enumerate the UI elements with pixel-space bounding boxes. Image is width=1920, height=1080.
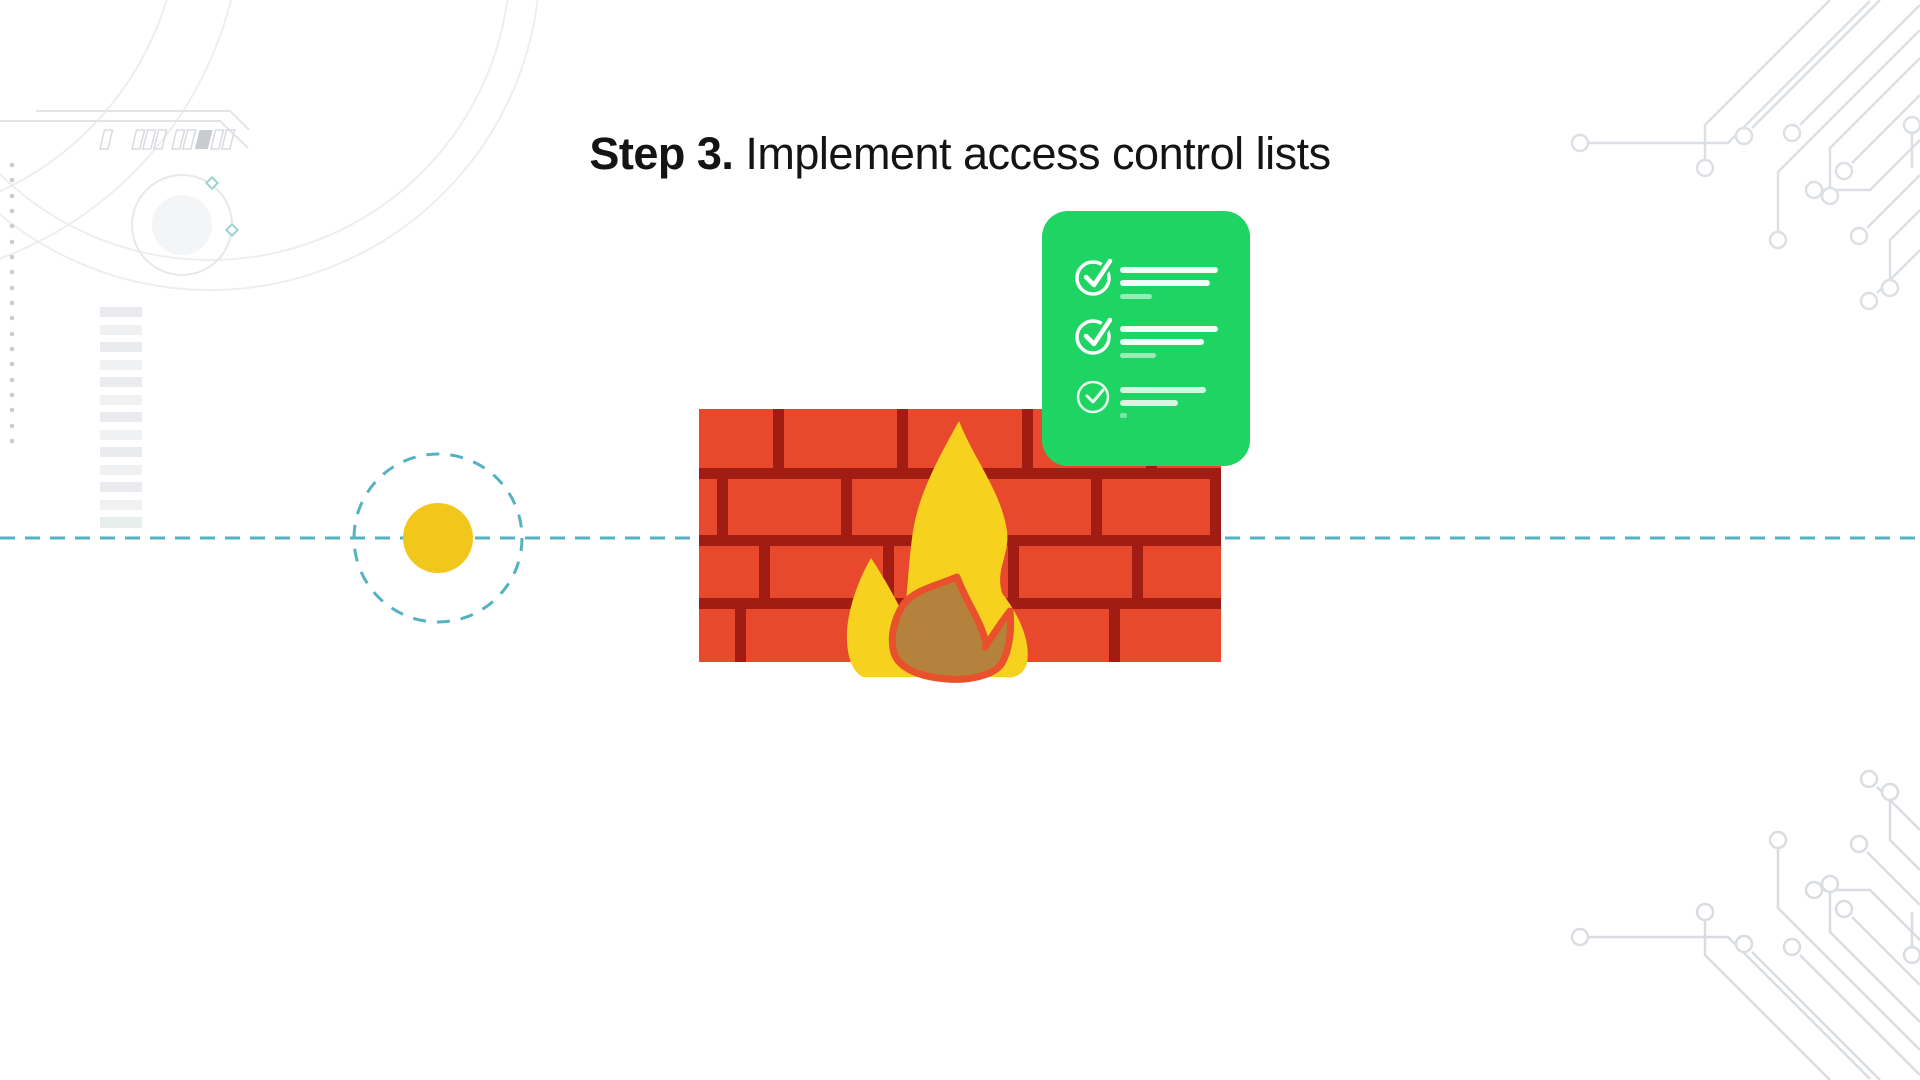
check-circle-icon: [1075, 319, 1111, 355]
timeline-node-dot: [403, 503, 473, 573]
checklist-text-lines: [1120, 267, 1218, 299]
checklist-text-lines: [1120, 387, 1206, 418]
tech-decor-top-left: [0, 0, 539, 528]
timeline-node: [352, 452, 524, 624]
checklist-card: [1042, 211, 1250, 466]
arc-rings-icon: [0, 0, 539, 291]
checklist-text-lines: [1120, 326, 1218, 358]
barcode-dark-slat: [194, 130, 213, 149]
checklist-row: [1075, 256, 1218, 299]
step-title-text: Implement access control lists: [733, 128, 1331, 179]
step-number-label: Step 3.: [589, 128, 734, 179]
check-mark-icon: [1083, 258, 1113, 288]
bracket-lines-icon: [0, 110, 250, 149]
page-title: Step 3. Implement access control lists: [0, 128, 1920, 180]
timeline-node-ring: [352, 452, 524, 624]
flame-icon: [846, 421, 1028, 683]
check-mark-icon: [1083, 317, 1113, 347]
check-circle-icon: [1075, 260, 1111, 296]
checklist-row: [1075, 315, 1218, 358]
circuit-pattern-top-right-icon: [1570, 0, 1920, 311]
check-mark-icon: [1085, 388, 1105, 404]
checklist-row: [1076, 380, 1206, 418]
bars-column-icon: [100, 307, 142, 528]
dots-column-icon: [9, 162, 15, 444]
circuit-pattern-bottom-right-icon: [1570, 769, 1920, 1080]
ring-target-icon: [131, 174, 240, 276]
barcode-icon: [98, 129, 236, 150]
check-circle-thin-icon: [1076, 380, 1110, 414]
